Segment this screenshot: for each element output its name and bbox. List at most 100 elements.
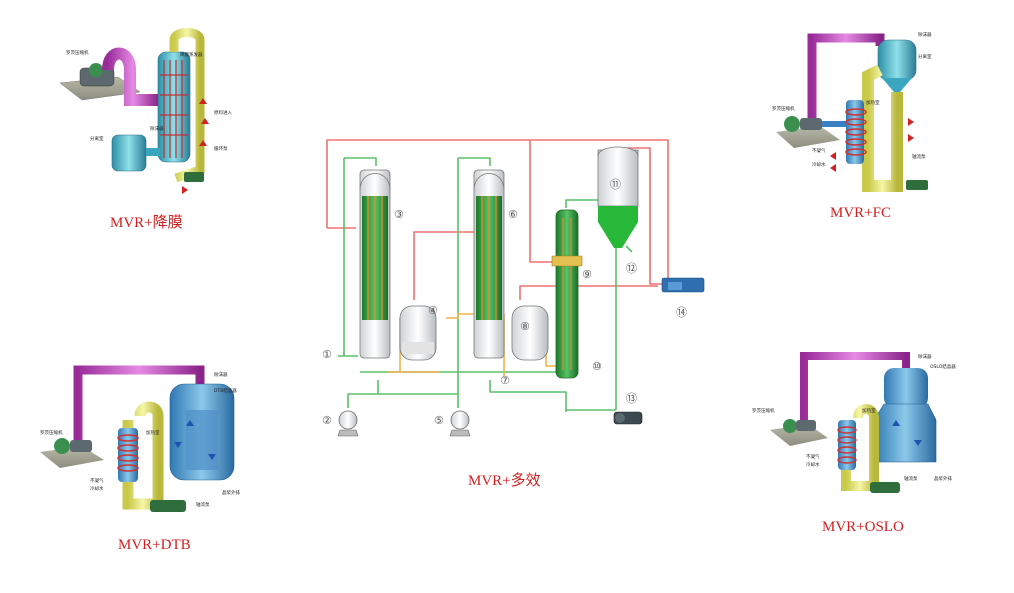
compressor-body [70,440,92,452]
label-demister: 除沫器 [918,353,932,360]
marker-3: ③ [394,208,404,221]
compressor-body [800,118,822,130]
compressor-motor [784,116,800,132]
label-product-out: 晶浆外排 [222,489,240,496]
separator-8 [511,305,549,361]
callouts: 除沫器 分离室 加热室 罗茨压缩机 轴流泵 不凝气 冷却水 [772,31,932,168]
heating-coils [117,434,139,472]
axial-pump [906,180,928,190]
label-axial-pump: 轴流泵 [196,501,210,508]
flow-arrows [182,98,209,194]
multi-effect-scheme: ① ② ③ ④ ⑤ ⑥ ⑦ ⑧ ⑨ ⑩ ⑪ ⑫ ⑬ ⑭ [322,139,705,437]
label-noncondensable: 不凝气 [812,147,826,154]
vapor-duct [73,365,205,440]
marker-10: ⑩ [592,360,602,373]
label-demister: 除沫器 [918,31,932,38]
label-noncondensable: 不凝气 [806,453,820,460]
heating-coils [845,108,867,156]
label-circulation-pump: 循环泵 [214,145,228,152]
steam-lines [326,139,669,300]
label-compressor: 罗茨压缩机 [66,49,89,56]
column-3-tube-lines [367,196,383,320]
pump-5 [449,410,471,437]
crystallizer-11-liquid [598,206,638,248]
callouts: 罗茨压缩机 降膜蒸发器 分离室 除沫器 循环泵 原料进入 [66,49,232,152]
column-6-head [473,173,505,191]
label-compressor: 罗茨压缩机 [772,105,795,112]
heating-coils [837,426,857,464]
label-axial-pump: 轴流泵 [904,475,918,482]
connector-pipe [146,148,160,156]
label-heating: 加热室 [146,429,160,436]
caption-dtb: MVR+DTB [118,537,191,553]
compressor-14 [661,277,705,293]
dtb-scheme: 除沫器 DTB结晶器 加热室 罗茨压缩机 轴流泵 晶浆外排 不凝气 冷却水 [40,365,240,512]
compressor-body [796,420,816,431]
flow-arrows [892,420,922,446]
label-demister: 除沫器 [150,125,164,132]
label-axial-pump: 轴流泵 [912,153,926,160]
flow-arrows [830,118,914,172]
label-dtb: DTB结晶器 [214,387,237,394]
label-heating: 加热室 [866,99,880,106]
tube-bundle [160,60,188,158]
heater-column-9 [555,209,579,379]
caption-falling-film: MVR+降膜 [110,215,183,231]
axial-pump [150,500,186,512]
marker-1: ① [322,348,332,361]
marker-5: ⑤ [434,414,444,427]
marker-2: ② [322,414,332,427]
marker-11: ⑪ [610,178,621,191]
column-3-head [359,173,391,191]
pump-13 [613,411,643,425]
label-demister: 除沫器 [214,371,228,378]
caption-oslo: MVR+OSLO [822,519,904,535]
chamber-cone [882,78,912,92]
marker-8: ⑧ [520,320,530,333]
label-raw-in: 原料进入 [214,109,232,116]
falling-film-scheme: 罗茨压缩机 降膜蒸发器 分离室 除沫器 循环泵 原料进入 [59,28,232,194]
fc-scheme: 除沫器 分离室 加热室 罗茨压缩机 轴流泵 不凝气 冷却水 [772,31,932,192]
label-separation: 分离室 [918,53,932,60]
crystallizer-11 [597,149,639,207]
marker-9: ⑨ [582,268,592,281]
crystallizer-11-head [597,146,639,157]
separator-4-liquid [402,342,434,354]
yellow-loop [122,401,164,510]
vapor-duct [807,33,885,118]
label-cooling-water: 冷却水 [806,461,820,468]
callouts: 除沫器 DTB结晶器 加热室 罗茨压缩机 轴流泵 晶浆外排 不凝气 冷却水 [40,371,240,508]
axial-pump [870,482,900,493]
marker-4: ④ [428,304,438,317]
marker-14: ⑭ [676,306,687,319]
label-cooling-water: 冷却水 [812,161,826,168]
label-oslo: OSLO结晶器 [930,363,956,370]
label-compressor: 罗茨压缩机 [752,407,775,414]
label-separation: 分离室 [90,135,104,142]
heater-9-flange [551,255,583,267]
caption-fc: MVR+FC [830,205,891,221]
yellow-return-pipe [169,28,205,183]
oslo-scheme: 除沫器 OSLO结晶器 加热室 罗茨压缩机 轴流泵 晶浆外排 不凝气 冷却水 [752,352,956,493]
label-cooling-water: 冷却水 [90,485,104,492]
compressor-motor [54,438,70,454]
callouts: 除沫器 OSLO结晶器 加热室 罗茨压缩机 轴流泵 晶浆外排 不凝气 冷却水 [752,353,956,482]
caption-multi-effect: MVR+多效 [468,473,541,489]
heating-chamber [846,100,864,164]
pump-2 [337,410,359,437]
falling-film-evaporator [157,51,191,163]
number-markers: ① ② ③ ④ ⑤ ⑥ ⑦ ⑧ ⑨ ⑩ ⑪ ⑫ ⑬ ⑭ [322,178,687,427]
oslo-crystallizer [884,368,928,408]
draft-tube [186,410,218,470]
flow-arrows [174,420,216,460]
marker-13: ⑬ [626,392,637,405]
heater-9-tube-lines [562,218,572,370]
yellow-loop [862,64,903,192]
label-heating: 加热室 [862,407,876,414]
compressor-motor [783,419,797,433]
separation-chamber [111,134,147,172]
circulation-pump [184,172,204,182]
vapor-duct [102,47,158,106]
label-product-out: 晶浆外排 [934,475,952,482]
